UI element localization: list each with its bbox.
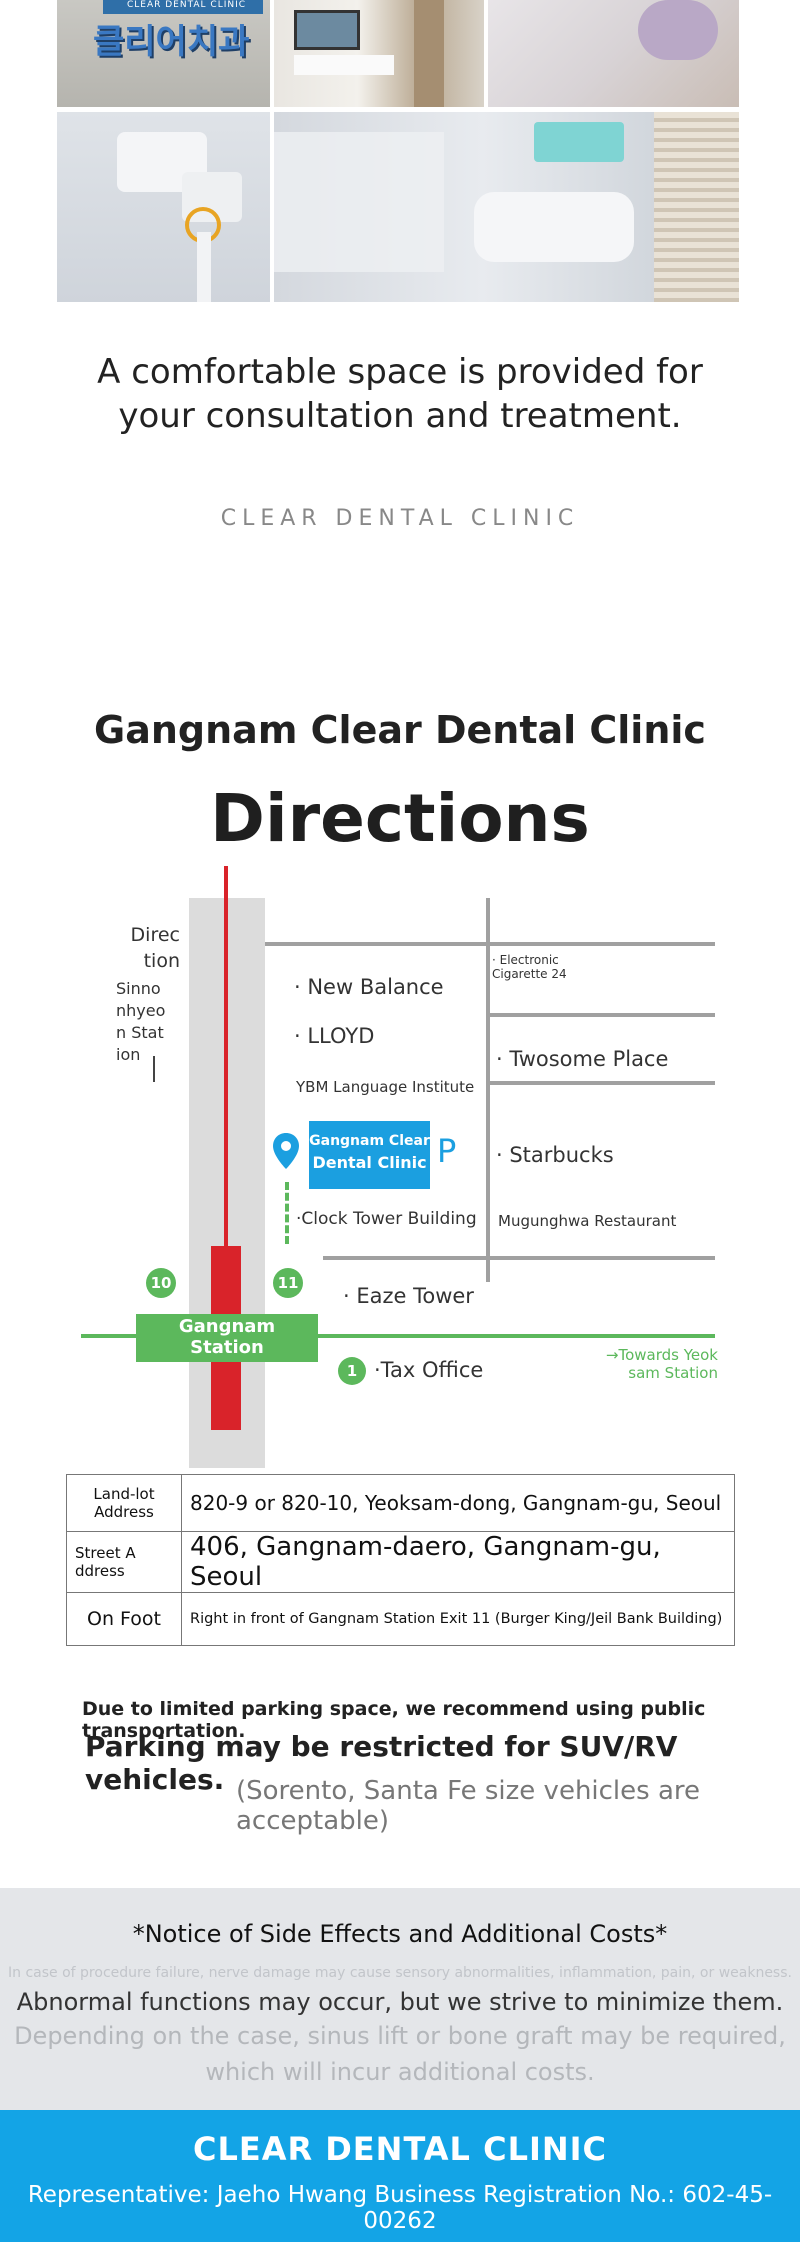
direction-label-2: tion [143, 950, 180, 972]
towards-yeoksam-label: →Towards Yeok sam Station [596, 1346, 718, 1382]
direction-label: Direc tion [128, 922, 180, 974]
clinic-box-line-2: Dental Clinic [312, 1153, 427, 1172]
street [265, 942, 715, 946]
notice-section [0, 1888, 800, 2110]
land-lot-value: 820-9 or 820-10, Yeoksam-dong, Gangnam-g… [181, 1474, 735, 1532]
street [323, 1256, 715, 1260]
notice-line-3: Depending on the case, sinus lift or bon… [14, 2022, 786, 2050]
street [490, 1081, 715, 1085]
parking-note-2: Parking may be restricted for SUV/RV veh… [85, 1730, 678, 1796]
tax-office-label: ·Tax Office [374, 1358, 484, 1382]
clinic-sign-photo: CLEAR DENTAL CLINIC 클리어치과 [57, 0, 270, 107]
green-line [81, 1334, 715, 1338]
intro-brand: CLEAR DENTAL CLINIC [220, 506, 580, 531]
footer [0, 2110, 800, 2242]
footer-clinic-name: CLEAR DENTAL CLINIC [192, 2130, 608, 2168]
sign-text: 클리어치과 [93, 22, 250, 62]
sign-sub-text: CLEAR DENTAL CLINIC [127, 0, 247, 10]
clock-tower-label: ·Clock Tower Building [296, 1209, 477, 1229]
walking-path [285, 1182, 289, 1244]
table-row: Land-lot Address 820-9 or 820-10, Yeoksa… [66, 1474, 735, 1532]
clinic-title: Gangnam Clear Dental Clinic [94, 708, 706, 752]
parking-p-icon: P [437, 1132, 457, 1170]
notice-title: *Notice of Side Effects and Additional C… [132, 1920, 668, 1948]
table-row: Street A ddress 406, Gangnam-daero, Gang… [66, 1531, 735, 1593]
exit-11-badge: 11 [273, 1268, 303, 1298]
station-box: Gangnam Station [136, 1314, 318, 1362]
notice-faded-text: Depending on the case, sinus lift or bon… [0, 2018, 800, 2090]
eaze-tower-label: · Eaze Tower [343, 1284, 474, 1308]
clinic-marker-box[interactable]: Gangnam Clear Dental Clinic [309, 1121, 430, 1189]
reception-photo [274, 0, 484, 107]
notice-line-1: In case of procedure failure, nerve dama… [8, 1965, 792, 1981]
towards-line-1: →Towards Yeok [605, 1346, 718, 1364]
lloyd-label: · LLOYD [294, 1024, 375, 1048]
location-pin-icon [273, 1133, 299, 1169]
ybm-label: YBM Language Institute [296, 1078, 475, 1096]
exit-11-text: 11 [277, 1274, 299, 1292]
directions-map: Direc tion Sinno nhyeo n Stat ion · New … [0, 860, 800, 1468]
intro-line-2: your consultation and treatment. [118, 396, 682, 436]
towards-line-2: sam Station [628, 1364, 718, 1382]
footer-business-info: Representative: Jaeho Hwang Business Reg… [27, 2182, 773, 2234]
street [490, 1013, 715, 1017]
direction-label-1: Direc [130, 924, 180, 946]
mugunghwa-label: Mugunghwa Restaurant [498, 1212, 677, 1230]
street-address-label: Street A ddress [66, 1531, 182, 1593]
table-row: On Foot Right in front of Gangnam Statio… [66, 1592, 735, 1646]
exit-10-badge: 10 [146, 1268, 176, 1298]
on-foot-value: Right in front of Gangnam Station Exit 1… [181, 1592, 735, 1646]
intro-text: A comfortable space is provided for your… [0, 350, 800, 438]
parking-note-1: Due to limited parking space, we recomme… [82, 1698, 706, 1742]
electronic-cigarette-label: · Electronic Cigarette 24 [492, 953, 567, 981]
notice-line-4: which will incur additional costs. [205, 2058, 595, 2086]
subway-line [224, 866, 228, 1286]
xray-equipment-photo [57, 112, 270, 302]
lounge-photo [488, 0, 739, 107]
starbucks-label: · Starbucks [496, 1143, 614, 1167]
new-balance-label: · New Balance [294, 975, 444, 999]
sinnonhyeon-label: Sinno nhyeo n Stat ion [116, 979, 166, 1064]
address-table: Land-lot Address 820-9 or 820-10, Yeoksa… [66, 1474, 735, 1646]
parking-note-3: (Sorento, Santa Fe size vehicles are acc… [236, 1776, 701, 1836]
treatment-room-photo [274, 112, 739, 302]
twosome-label: · Twosome Place [496, 1047, 669, 1071]
clinic-box-line-1: Gangnam Clear [309, 1133, 430, 1149]
station-line-2: Station [190, 1337, 264, 1358]
directions-title: Directions [210, 780, 590, 857]
street [486, 898, 490, 1282]
on-foot-label: On Foot [66, 1592, 182, 1646]
street-address-value: 406, Gangnam-daero, Gangnam-gu, Seoul [181, 1531, 735, 1593]
exit-1-badge: 1 [338, 1357, 366, 1385]
exit-10-text: 10 [150, 1274, 172, 1292]
exit-1-text: 1 [346, 1362, 358, 1380]
station-line-1: Gangnam [178, 1316, 276, 1337]
intro-line-1: A comfortable space is provided for [97, 352, 703, 392]
notice-line-2: Abnormal functions may occur, but we str… [16, 1988, 784, 2016]
land-lot-label: Land-lot Address [66, 1474, 182, 1532]
